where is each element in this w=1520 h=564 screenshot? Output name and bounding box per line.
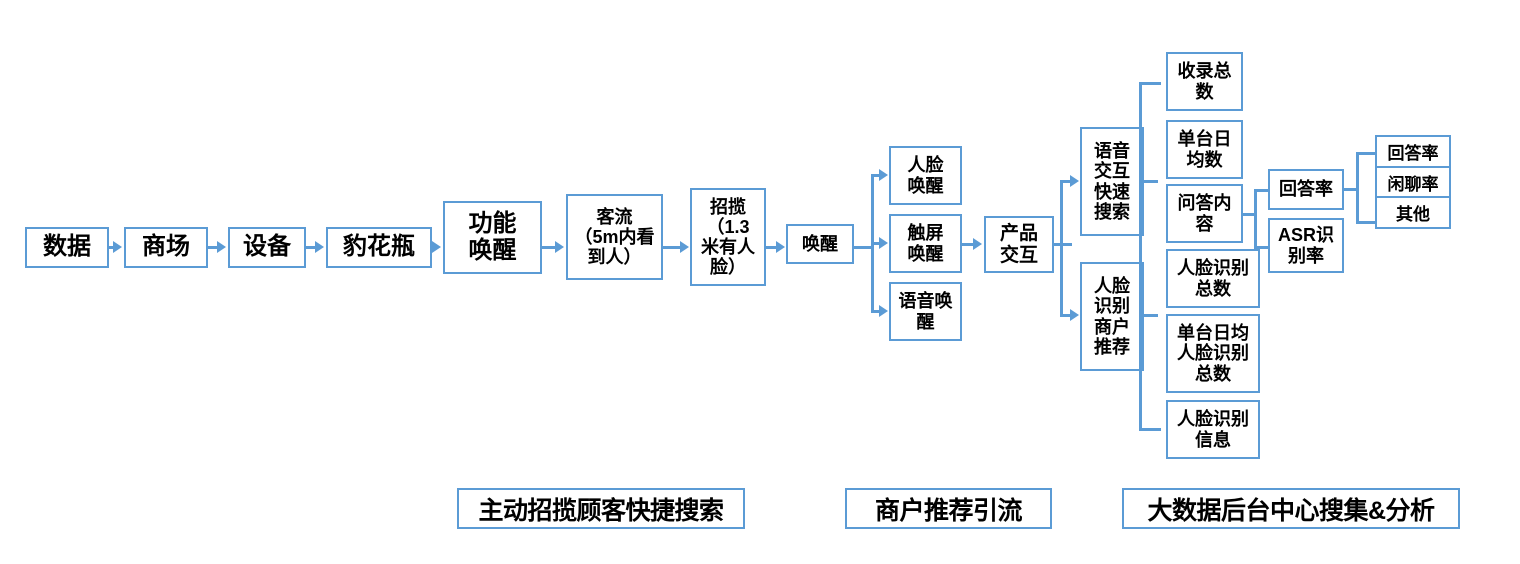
node-device[interactable]: 设备	[228, 227, 306, 268]
node-solicit[interactable]: 招揽 （1.3 米有人 脸）	[690, 188, 766, 286]
node-leopard-vase[interactable]: 豹花瓶	[326, 227, 432, 268]
arrow-wake-touch	[879, 237, 888, 249]
connector-wake-voice	[871, 310, 881, 313]
metric-qa-content[interactable]: 问答内 容	[1166, 184, 1243, 243]
connector-traffic-solicit	[663, 246, 681, 249]
metric-face-recog-info[interactable]: 人脸识别 信息	[1166, 400, 1260, 459]
node-product-interaction[interactable]: 产品 交互	[984, 216, 1054, 273]
node-function-wake[interactable]: 功能 唤醒	[443, 201, 542, 274]
metric-face-recog-total[interactable]: 人脸识别 总数	[1166, 249, 1260, 308]
metric-asr-rate[interactable]: ASR识 别率	[1268, 218, 1344, 273]
connector-answer-stem	[1344, 188, 1358, 191]
node-face-wake[interactable]: 人脸 唤醒	[889, 146, 962, 205]
connector-metrics-bottom	[1139, 428, 1161, 431]
connector-qa-stem	[1243, 213, 1257, 216]
caption-active-search: 主动招揽顾客快捷搜索	[457, 488, 745, 529]
connector-product-voicesearch	[1060, 180, 1072, 183]
arrow-product-voicesearch	[1070, 175, 1079, 187]
arrow-product-facerec	[1070, 309, 1079, 321]
connector-voicesearch-stem	[1144, 180, 1158, 183]
node-voice-search[interactable]: 语音 交互 快速 搜索	[1080, 127, 1144, 236]
metric-answer-rate[interactable]: 回答率	[1268, 169, 1344, 210]
node-face-recommend[interactable]: 人脸 识别 商户 推荐	[1080, 262, 1144, 371]
connector-product-stem	[1054, 243, 1072, 246]
caption-bigdata-analysis: 大数据后台中心搜集&分析	[1122, 488, 1460, 529]
arrow-solicit-wake	[776, 241, 785, 253]
connector-facerec-stem	[1144, 314, 1158, 317]
connector-solicit-wake	[766, 246, 777, 249]
connector-product-bus	[1060, 180, 1063, 317]
connector-touch-product	[962, 243, 974, 246]
arrow-traffic-solicit	[680, 241, 689, 253]
node-passenger-flow[interactable]: 客流 （5m内看 到人）	[566, 194, 663, 280]
arrow-wake-face	[879, 169, 888, 181]
connector-data-mall	[109, 246, 115, 249]
connector-wake-face	[871, 174, 881, 177]
arrow-funcwake-traffic	[555, 241, 564, 253]
node-data[interactable]: 数据	[25, 227, 109, 268]
leaf-answer-rate[interactable]: 回答率	[1377, 137, 1449, 168]
connector-mall-device	[208, 246, 218, 249]
arrow-device-bottle	[315, 241, 324, 253]
arrow-bottle-funcwake	[432, 241, 441, 253]
connector-answer-top	[1356, 152, 1376, 155]
connector-qa-bus	[1254, 189, 1257, 249]
answer-breakdown-stack: 回答率 闲聊率 其他	[1375, 135, 1451, 229]
connector-device-bottle	[306, 246, 316, 249]
connector-wake-touch	[871, 242, 881, 245]
connector-answer-bottom	[1356, 221, 1376, 224]
connector-wake-stem	[854, 246, 874, 249]
metric-total-collected[interactable]: 收录总 数	[1166, 52, 1243, 111]
node-mall[interactable]: 商场	[124, 227, 208, 268]
connector-funcwake-traffic	[542, 246, 556, 249]
arrow-wake-voice	[879, 305, 888, 317]
connector-answer-bus	[1356, 152, 1359, 224]
node-voice-wake[interactable]: 语音唤 醒	[889, 282, 962, 341]
connector-metrics-bus	[1139, 82, 1142, 430]
connector-qa-answer	[1254, 189, 1268, 192]
connector-qa-asr	[1254, 246, 1268, 249]
arrow-mall-device	[217, 241, 226, 253]
node-touch-wake[interactable]: 触屏 唤醒	[889, 214, 962, 273]
connector-metrics-top	[1139, 82, 1161, 85]
arrow-data-mall	[113, 241, 122, 253]
leaf-chat-rate[interactable]: 闲聊率	[1377, 168, 1449, 199]
leaf-other[interactable]: 其他	[1396, 205, 1430, 225]
caption-merchant-recommend: 商户推荐引流	[845, 488, 1052, 529]
node-wake[interactable]: 唤醒	[786, 224, 854, 264]
arrow-touch-product	[973, 238, 982, 250]
metric-face-recog-daily-avg[interactable]: 单台日均 人脸识别 总数	[1166, 314, 1260, 393]
metric-daily-avg-per-unit[interactable]: 单台日 均数	[1166, 120, 1243, 179]
connector-product-facerec	[1060, 314, 1072, 317]
